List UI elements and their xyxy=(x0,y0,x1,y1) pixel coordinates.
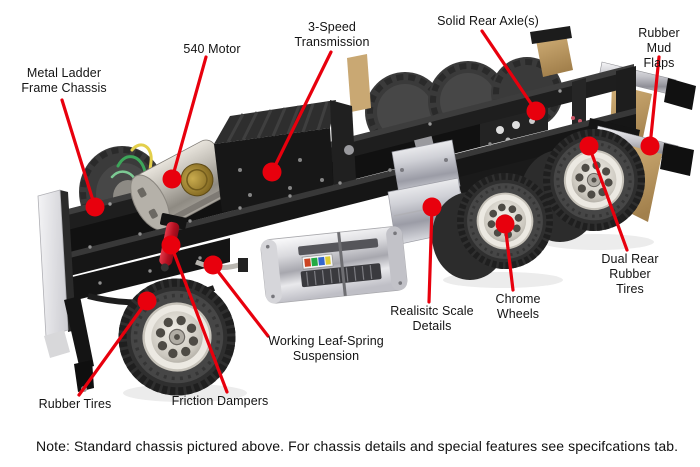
near-side-wheels xyxy=(106,109,665,408)
callout-working-leaf-spring-suspension: Working Leaf-Spring Suspension xyxy=(268,334,384,363)
arrow-working-leaf-spring-suspension xyxy=(203,255,270,338)
arrow-rubber-tires xyxy=(77,291,157,397)
callout-3-speed-transmission: 3-Speed Transmission xyxy=(294,20,370,49)
chassis-near-rail xyxy=(54,108,636,304)
arrow-3-speed-transmission xyxy=(262,50,333,182)
callout-solid-rear-axles: Solid Rear Axle(s) xyxy=(437,14,539,28)
front-bumper xyxy=(37,189,94,392)
arrow-solid-rear-axles xyxy=(480,29,546,121)
arrow-dual-rear-rubber-tires xyxy=(579,136,629,252)
fuel-tank xyxy=(260,226,408,304)
arrow-540-motor xyxy=(162,55,208,189)
callout-rubber-tires: Rubber Tires xyxy=(38,397,112,411)
callout-chrome-wheels: Chrome Wheels xyxy=(495,292,541,321)
callout-friction-dampers: Friction Dampers xyxy=(171,394,269,408)
arrow-rubber-mud-flaps xyxy=(640,55,661,156)
note-text: Note: Standard chassis pictured above. F… xyxy=(36,438,679,454)
callout-arrows xyxy=(60,29,661,397)
callout-rubber-mud-flaps: Rubber Mud Flaps xyxy=(638,26,680,70)
arrow-chrome-wheels xyxy=(495,214,515,292)
callout-metal-ladder-frame-chassis: Metal Ladder Frame Chassis xyxy=(21,66,107,95)
callout-540-motor: 540 Motor xyxy=(183,42,241,56)
arrow-metal-ladder-frame-chassis xyxy=(60,98,105,217)
callout-dual-rear-rubber-tires: Dual Rear Rubber Tires xyxy=(601,252,659,296)
callout-realistic-scale-details: Realisitc Scale Details xyxy=(390,304,474,333)
arrow-friction-dampers xyxy=(161,235,229,394)
steering-link xyxy=(64,296,94,370)
arrow-realistic-scale-details xyxy=(422,197,442,304)
